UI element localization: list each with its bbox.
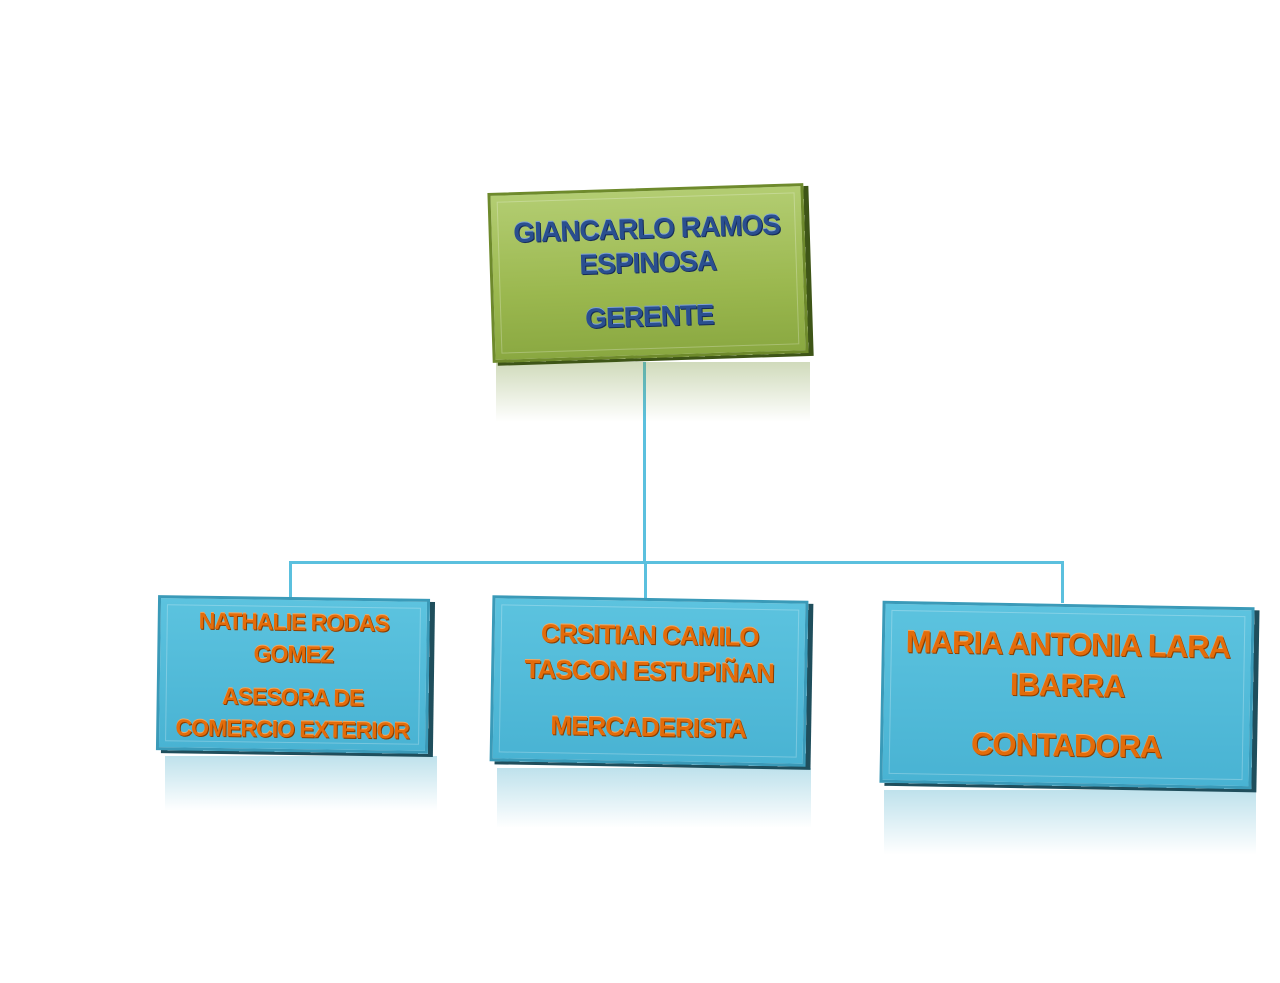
staff-1-role-line1: ASESORA DE	[221, 682, 364, 711]
staff-3-role: CONTADORA	[970, 726, 1162, 765]
staff-1-role-line2: COMERCIO EXTERIOR	[175, 713, 410, 744]
staff-2-name-line2: TASCON ESTUPIÑAN	[524, 653, 775, 689]
manager-role: GERENTE	[584, 298, 714, 334]
connector-vertical-manager	[643, 362, 646, 564]
manager-name-line2: ESPINOSA	[578, 244, 717, 281]
connector-horizontal	[289, 561, 1064, 564]
connector-staff-1	[289, 561, 292, 599]
connector-staff-2	[644, 561, 647, 598]
manager-reflection	[496, 362, 810, 422]
staff-3-name-line2: IBARRA	[1009, 667, 1125, 704]
manager-name-line1: GIANCARLO RAMOS	[512, 208, 781, 249]
manager-box: GIANCARLO RAMOS ESPINOSA GERENTE	[487, 183, 809, 363]
staff-box-1: NATHALIE RODAS GOMEZ ASESORA DE COMERCIO…	[155, 595, 431, 754]
staff-box-2: CRSITIAN CAMILO TASCON ESTUPIÑAN MERCADE…	[489, 595, 809, 767]
staff-1-name-line1: NATHALIE RODAS	[198, 607, 389, 636]
staff-1-reflection	[165, 756, 437, 811]
staff-3-name-line1: MARIA ANTONIA LARA	[905, 624, 1231, 665]
staff-2-reflection	[497, 768, 811, 828]
connector-staff-3	[1061, 561, 1064, 603]
staff-box-3: MARIA ANTONIA LARA IBARRA CONTADORA	[879, 600, 1255, 790]
staff-1-name-line2: GOMEZ	[253, 639, 334, 668]
staff-2-name-line1: CRSITIAN CAMILO	[540, 618, 759, 652]
staff-2-role: MERCADERISTA	[550, 710, 747, 744]
staff-3-reflection	[884, 790, 1256, 855]
